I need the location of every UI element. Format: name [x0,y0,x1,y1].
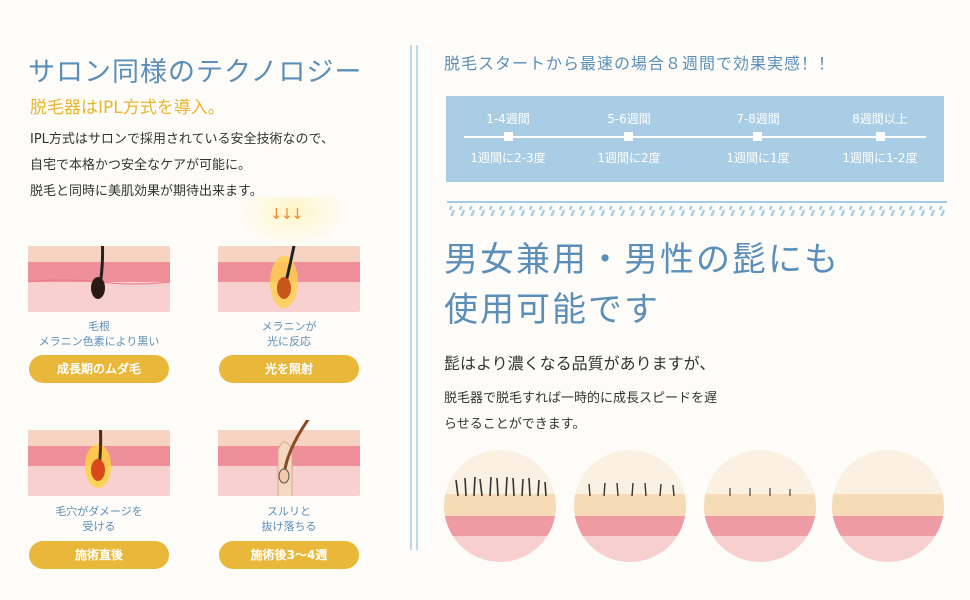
section-description: IPL方式はサロンで採用されている安全技術なので、 自宅で本格かつ安全なケアが可… [30,127,334,205]
timeline-period: 7-8週間 [736,112,780,126]
body-line: 脱毛器で脱毛すれば一時的に成長スピードを遅 [444,391,718,406]
section-subtitle: 脱毛器はIPL方式を導入。 [30,98,225,118]
panel-caption: スルリと 抜け落ちる [261,505,317,533]
timeline-box: 1-4週間 1週間に2-3度 5-6週間 1週間に2度 7-8週間 1週間に1度… [446,96,944,182]
stage-pill: 成長期のムダ毛 [29,355,169,383]
panel-caption: 毛穴がダメージを 受ける [55,505,143,533]
skin-illustration-hair-falling [218,420,360,496]
striped-divider [447,200,947,216]
skin-illustration-growth [28,246,170,312]
skin-circle-sparse-hair [704,450,816,562]
vertical-divider [410,45,418,550]
timeline-frequency: 1週間に2-3度 [470,151,546,165]
stage-pill: 施術後3〜4週 [219,541,359,569]
arrow-down-icon: ↓↓↓ [270,205,304,223]
timeline-marker [876,132,885,141]
timeline-line [464,136,926,138]
description-line: 自宅で本格かつ安全なケアが可能に。 [30,158,252,173]
stage-pill: 光を照射 [219,355,359,383]
skin-circle-medium-hair [574,450,686,562]
timeline-frequency: 1週間に2度 [597,151,661,165]
panel-caption: メラニンが 光に反応 [261,320,317,348]
description-line: IPL方式はサロンで採用されている安全技術なので、 [30,132,335,147]
stage-pill: 施術直後 [29,541,169,569]
timeline-heading: 脱毛スタートから最速の場合８週間で効果実感！！ [444,54,836,73]
timeline-period: 1-4週間 [486,112,530,126]
timeline-marker [624,132,633,141]
body-text: 脱毛器で脱毛すれば一時的に成長スピードを遅 らせることができます。 [444,386,717,438]
skin-circle-dense-hair [444,450,556,562]
timeline-frequency: 1週間に1-2度 [842,151,918,165]
skin-illustration-irradiation [218,246,360,312]
description-line: 脱毛と同時に美肌効果が期待出来ます。 [30,184,263,199]
panel-caption: 毛根 メラニン色素により黒い [38,320,160,348]
headline: 男女兼用・男性の髭にも 使用可能です [444,235,840,335]
body-line: らせることができます。 [444,417,586,432]
skin-illustration-after-treatment [28,430,170,496]
light-glow [238,197,348,247]
timeline-period: 8週間以上 [852,112,908,126]
section-title: サロン同様のテクノロジー [28,57,363,88]
timeline-frequency: 1週間に1度 [726,151,790,165]
skin-circle-smooth [832,450,944,562]
timeline-period: 5-6週間 [607,112,651,126]
headline-line: 使用可能です [444,290,660,330]
timeline-marker [753,132,762,141]
timeline-marker [504,132,513,141]
lead-text: 髭はより濃くなる品質がありますが、 [444,354,716,373]
headline-line: 男女兼用・男性の髭にも [444,240,840,280]
